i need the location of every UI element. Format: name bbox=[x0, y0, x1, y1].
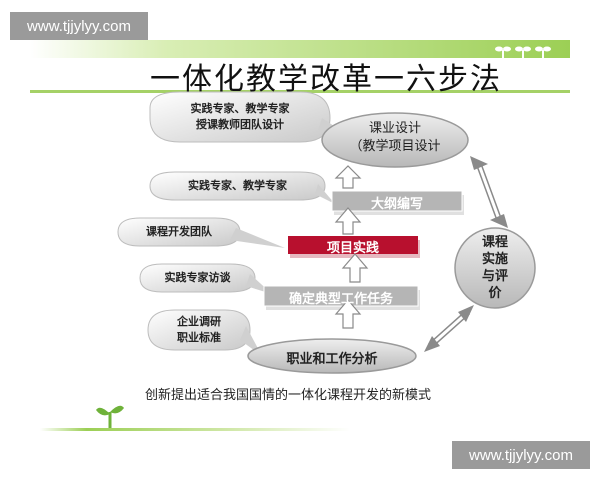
implementation-line-2: 实施 bbox=[481, 252, 508, 267]
bubble-1-line-1: 实践专家、教学专家 bbox=[190, 102, 290, 115]
bubble-2 bbox=[149, 171, 335, 204]
bubble-3 bbox=[117, 217, 285, 248]
double-arrow-top-right bbox=[470, 156, 508, 228]
implementation-circle bbox=[454, 227, 536, 309]
bubble-4-text: 实践专家访谈 bbox=[140, 270, 255, 286]
course-design-ellipse bbox=[321, 112, 469, 168]
up-arrow bbox=[334, 299, 362, 329]
page-title: 一体化教学改革一六步法 bbox=[150, 62, 502, 97]
up-arrow bbox=[341, 253, 369, 283]
bubble-3-text: 课程开发团队 bbox=[118, 224, 240, 240]
bubble-2-line-1: 实践专家、教学专家 bbox=[188, 179, 287, 192]
implementation-line-4: 价 bbox=[488, 286, 502, 301]
bubble-1-line-2: 授课教师团队设计 bbox=[196, 118, 284, 131]
outline-box bbox=[331, 190, 463, 212]
watermark-bottom: www.tjjylyy.com bbox=[452, 441, 590, 469]
bubble-5-text: 企业调研 职业标准 bbox=[148, 314, 250, 346]
bubble-5-line-2: 职业标准 bbox=[177, 331, 221, 344]
sprout-icon bbox=[495, 46, 511, 60]
course-design-line-2: （教学项目设计 bbox=[349, 139, 441, 154]
bubble-1-text: 实践专家、教学专家 授课教师团队设计 bbox=[150, 101, 330, 133]
sprout-icon bbox=[515, 46, 531, 60]
header-band bbox=[30, 40, 570, 58]
footer-line bbox=[40, 428, 350, 431]
job-analysis-ellipse bbox=[247, 338, 417, 374]
tasks-label: 确定典型工作任务 bbox=[288, 292, 393, 307]
bubble-5-line-1: 企业调研 bbox=[177, 315, 221, 328]
watermark-bottom-text: www.tjjylyy.com bbox=[469, 446, 573, 464]
job-analysis-label: 职业和工作分析 bbox=[286, 352, 378, 367]
double-arrow-bottom-right bbox=[424, 305, 474, 352]
sprout-icon bbox=[535, 46, 551, 60]
project-box bbox=[288, 236, 418, 254]
bubble-2-text: 实践专家、教学专家 bbox=[150, 178, 325, 194]
implementation-line-3: 与评 bbox=[481, 269, 508, 284]
bubble-3-line-1: 课程开发团队 bbox=[146, 225, 212, 238]
outline-label: 大纲编写 bbox=[370, 197, 423, 212]
watermark-top-text: www.tjjylyy.com bbox=[27, 17, 131, 35]
project-label: 项目实践 bbox=[326, 241, 379, 256]
course-design-label: 课业设计 （教学项目设计 bbox=[322, 120, 468, 156]
footer-caption: 创新提出适合我国国情的一体化课程开发的新模式 bbox=[145, 388, 432, 403]
course-design-line-1: 课业设计 bbox=[368, 121, 421, 136]
implementation-line-1: 课程 bbox=[481, 235, 508, 250]
sprout-icon bbox=[96, 405, 124, 428]
watermark-top: www.tjjylyy.com bbox=[10, 12, 148, 40]
tasks-box bbox=[263, 285, 419, 307]
up-arrow bbox=[334, 207, 362, 235]
up-arrow bbox=[334, 165, 362, 189]
implementation-label: 课程 实施 与评 价 bbox=[470, 234, 520, 302]
bubble-4-line-1: 实践专家访谈 bbox=[164, 271, 231, 284]
